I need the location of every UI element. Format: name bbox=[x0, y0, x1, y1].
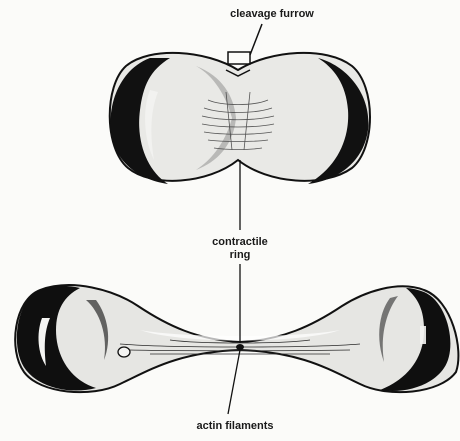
dividing-cell-late bbox=[15, 264, 458, 414]
cleavage-furrow-label: cleavage furrow bbox=[212, 8, 332, 21]
contractile-ring-label-line2: ring bbox=[190, 249, 290, 262]
actin-filaments-label: actin filaments bbox=[180, 420, 290, 433]
actin-filaments-pointer bbox=[228, 350, 240, 414]
dividing-cell-early bbox=[110, 24, 370, 230]
nucleus-marker bbox=[118, 347, 130, 357]
contractile-ring-marker bbox=[236, 344, 244, 350]
cleavage-furrow-pointer bbox=[250, 24, 262, 55]
contractile-ring-label-line1: contractile bbox=[190, 236, 290, 249]
cleavage-furrow-bracket bbox=[228, 52, 250, 64]
